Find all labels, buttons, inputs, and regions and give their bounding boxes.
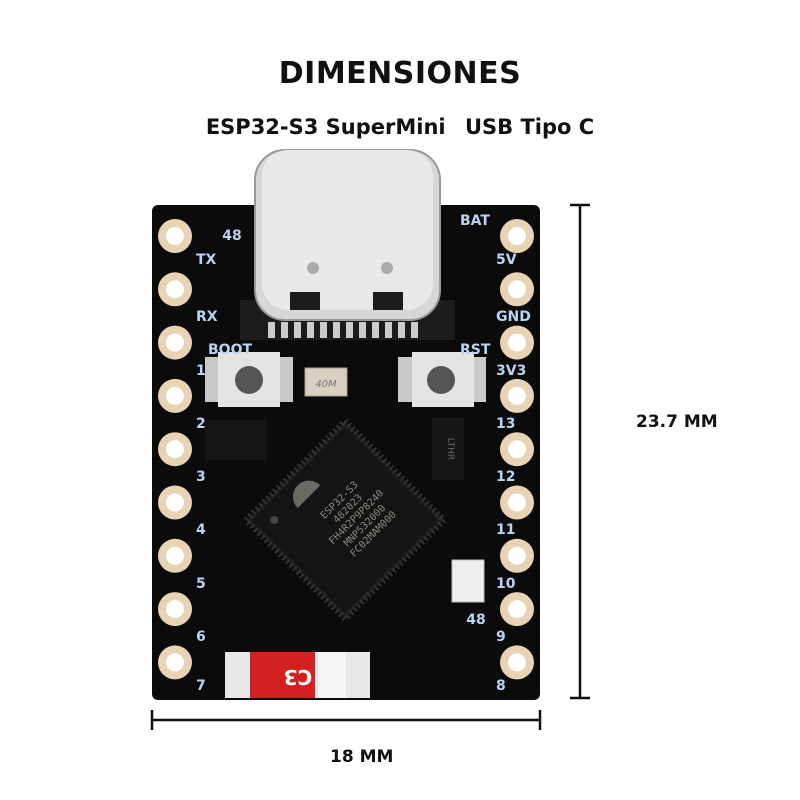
pin-hole	[166, 653, 184, 672]
pin-hole	[508, 493, 526, 512]
rgb-led	[451, 559, 485, 603]
espressif-logo	[292, 480, 321, 508]
usb-pin	[359, 322, 366, 338]
pin-label-left: RX	[196, 309, 218, 325]
regulator-left	[205, 420, 267, 460]
pin-label-right: 8	[496, 678, 506, 694]
pin-label-right: 13	[496, 416, 515, 432]
usb-pin	[268, 322, 275, 338]
pin-label-right: 48	[466, 612, 485, 628]
pin-label-right: 9	[496, 629, 506, 645]
boot-button	[205, 352, 293, 407]
pin-label-left: BOOT	[208, 342, 252, 358]
pin-hole	[508, 333, 526, 352]
width-dimension-line	[150, 710, 542, 730]
pin-label-left: 4	[196, 522, 206, 538]
pin-hole	[508, 227, 526, 245]
usb-pin	[281, 322, 288, 338]
pin-hole	[166, 280, 184, 299]
pin-hole	[166, 333, 184, 352]
esp32-s3-chip	[241, 416, 449, 624]
pin-label-right: 5V	[496, 252, 517, 268]
pin-hole	[508, 440, 526, 459]
pin-label-right: RST	[460, 342, 491, 358]
usb-pin	[411, 322, 418, 338]
usb-pin	[346, 322, 353, 338]
pin-label-left: 6	[196, 629, 206, 645]
ceramic-antenna: C3	[225, 652, 370, 698]
product-subtitle: ESP32-S3 SuperMini USB Tipo C	[0, 115, 800, 139]
pin-label-right: 12	[496, 469, 515, 485]
page-title: DIMENSIONES	[278, 56, 522, 91]
usb-pin	[320, 322, 327, 338]
regulator-right: LTHR	[432, 418, 464, 480]
castellated-pads	[158, 219, 534, 680]
pin-label-left: 5	[196, 576, 206, 592]
pin-hole	[508, 653, 526, 672]
usb-pin	[307, 322, 314, 338]
pin-label-right: 3V3	[496, 363, 526, 379]
pin-hole	[166, 493, 184, 512]
pin-label-left: 3	[196, 469, 206, 485]
pin-hole	[508, 386, 526, 405]
pin-label-left: TX	[196, 252, 217, 268]
usb-c-connector	[240, 149, 455, 340]
pin-hole	[166, 546, 184, 565]
usb-pin	[398, 322, 405, 338]
svg-text:40M: 40M	[315, 379, 337, 390]
usb-pin	[294, 322, 301, 338]
pin-label-left: 2	[196, 416, 206, 432]
pin-hole	[508, 280, 526, 299]
pin-label-48: 48	[222, 228, 241, 244]
svg-text:C3: C3	[284, 665, 313, 689]
pin-label-right: GND	[496, 309, 531, 325]
product-model: ESP32-S3 SuperMini	[205, 115, 446, 139]
pin-label-right: 11	[496, 522, 515, 538]
usb-pin	[385, 322, 392, 338]
height-dimension-line	[570, 203, 590, 700]
pin-label-right: BAT	[460, 213, 490, 229]
pin-hole	[166, 440, 184, 459]
pin-label-left: 7	[196, 678, 206, 694]
pin-hole	[166, 227, 184, 245]
svg-text:LTHR: LTHR	[445, 438, 455, 460]
pin-hole	[508, 546, 526, 565]
crystal: 40M	[304, 367, 348, 397]
pin-hole	[166, 600, 184, 619]
pin-label-right: 10	[496, 576, 516, 592]
pin-hole	[508, 600, 526, 619]
height-label: 23.7 MM	[636, 412, 718, 432]
usb-type: USB Tipo C	[464, 115, 595, 139]
pin-label-left: 1	[196, 363, 206, 379]
usb-pin	[372, 322, 379, 338]
pin-hole	[166, 386, 184, 405]
usb-pin	[333, 322, 340, 338]
reset-button	[398, 352, 486, 407]
width-label: 18 MM	[330, 747, 394, 767]
